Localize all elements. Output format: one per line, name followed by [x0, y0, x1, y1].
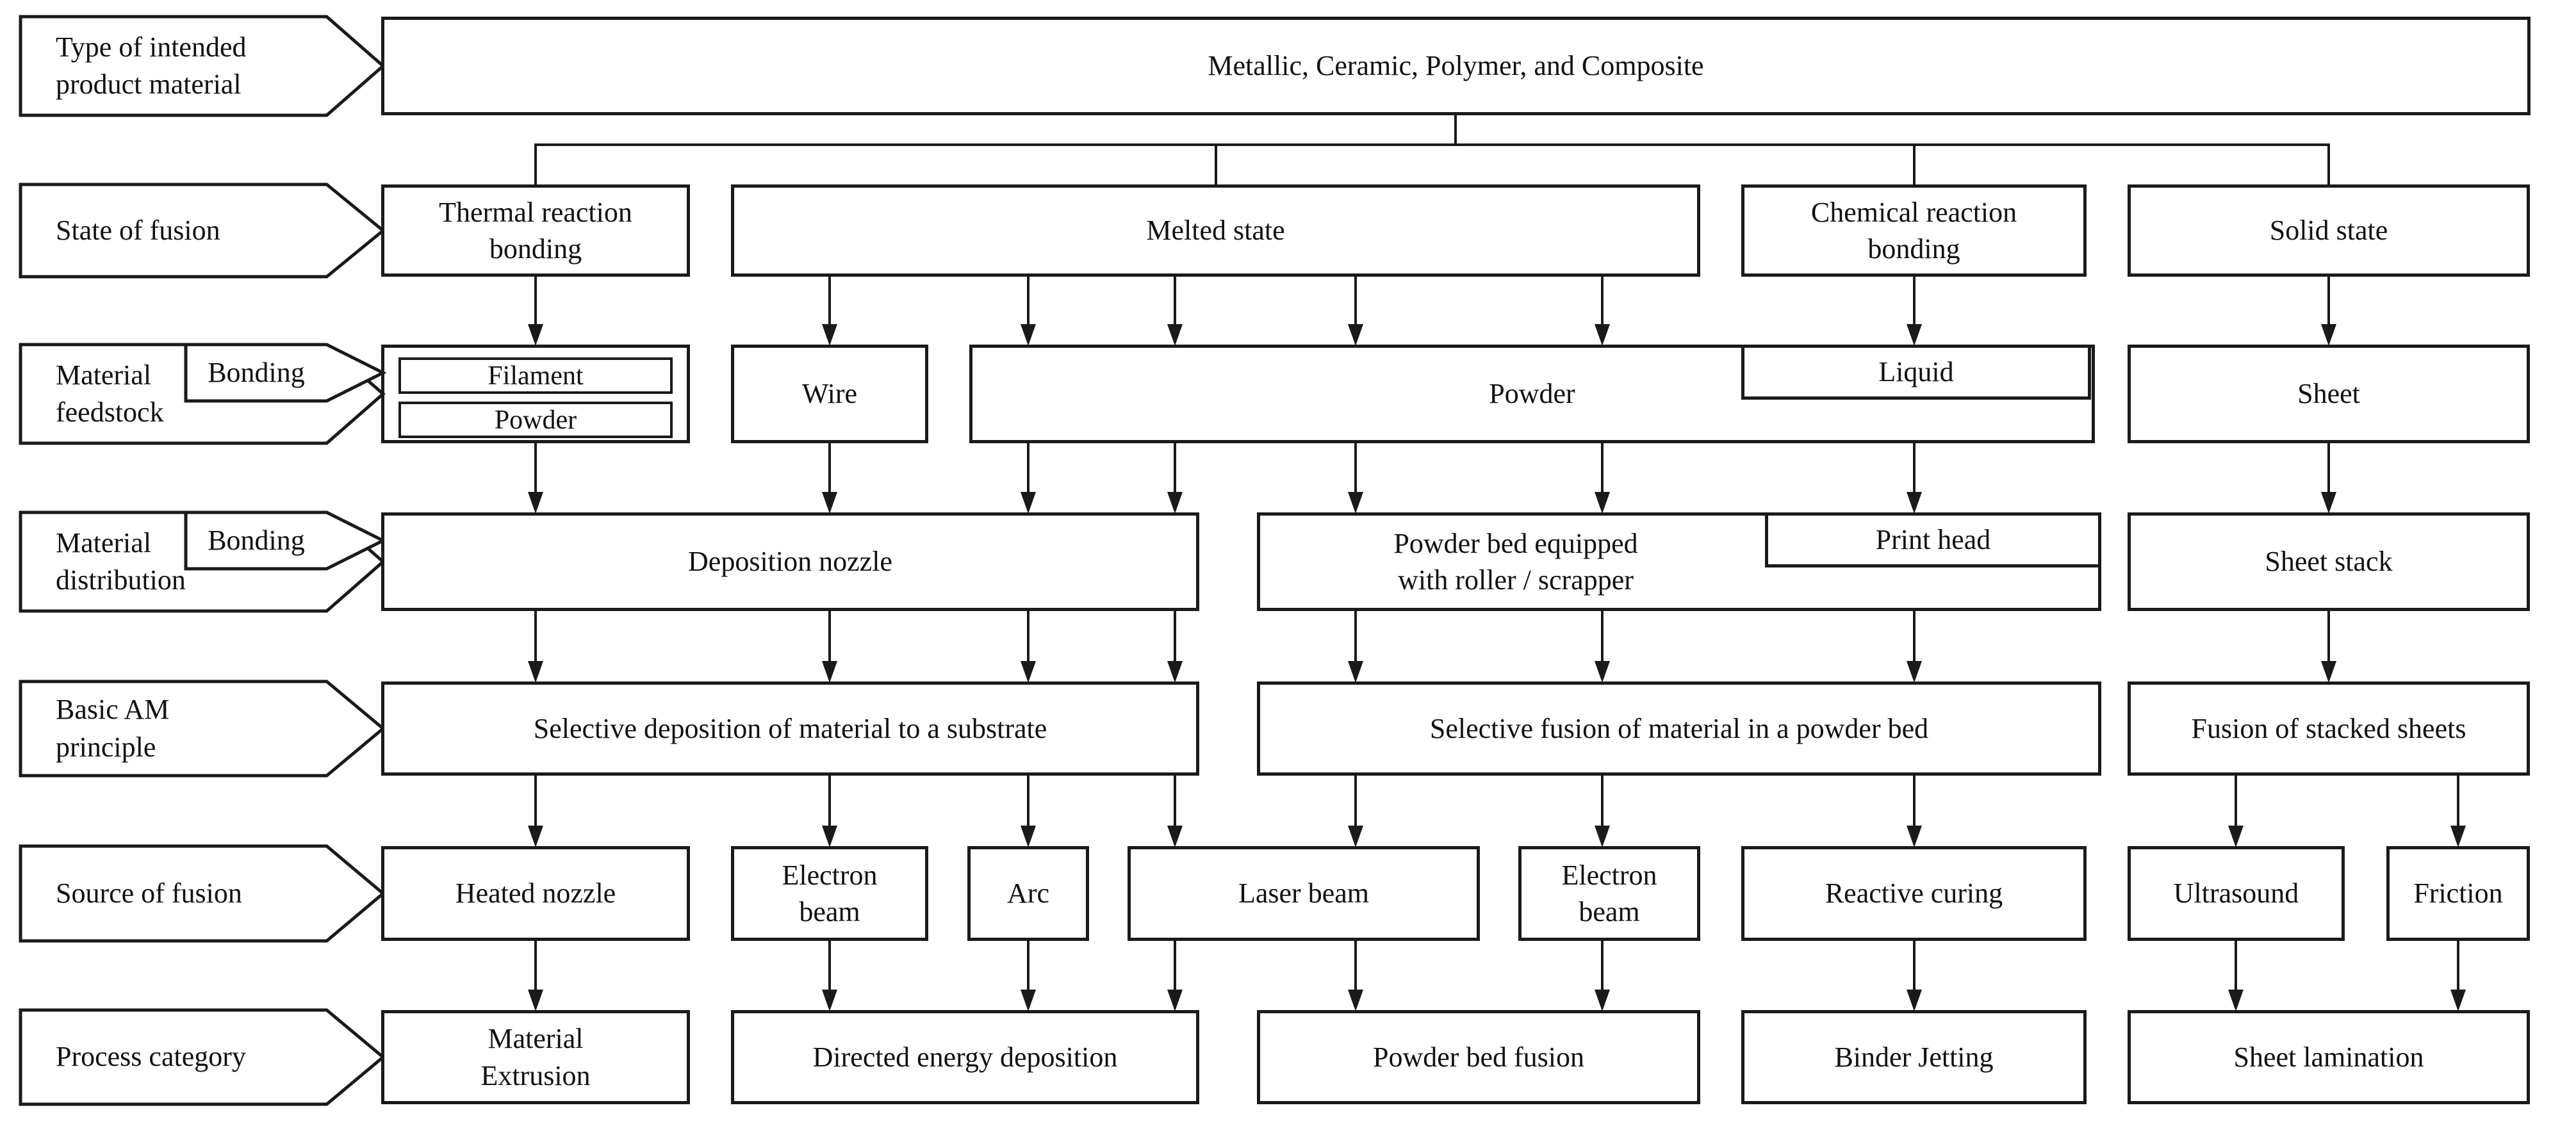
box-label: Solid state: [2269, 215, 2388, 247]
box-wire: Wire: [731, 345, 928, 443]
pentagon-shape: [184, 510, 387, 571]
box-label: Reactive curing: [1825, 877, 2003, 910]
bonding-tab-label: Bonding: [208, 356, 305, 388]
box-electron-beam-ded: Electron beam: [731, 846, 928, 941]
row-label-line: distribution: [56, 564, 186, 596]
row-label-line: Material: [56, 359, 152, 391]
row-label-material-distribution: Material distribution Bonding: [19, 510, 387, 613]
row-label-line: Basic AM: [56, 694, 170, 726]
box-label: Chemical reaction: [1810, 196, 2017, 228]
bonding-tab-label: Bonding: [208, 524, 305, 556]
box-label: Friction: [2413, 877, 2503, 910]
box-liquid: Liquid: [1741, 345, 2091, 400]
box-label: Fusion of stacked sheets: [2191, 712, 2466, 744]
box-label: Heated nozzle: [455, 877, 616, 910]
row-label-line: Source of fusion: [56, 877, 242, 909]
box-powder-bed-fusion: Powder bed fusion: [1257, 1010, 1700, 1104]
box-fusion-of-stacked-sheets: Fusion of stacked sheets: [2128, 681, 2530, 776]
pentagon-shape: [19, 680, 386, 778]
row-label-line: Type of intended: [56, 31, 247, 63]
box-label: Print head: [1875, 524, 1991, 556]
row-label-basic-am-principle: Basic AM principle: [19, 680, 386, 778]
box-laser-beam: Laser beam: [1128, 846, 1480, 941]
box-arc: Arc: [967, 846, 1089, 941]
box-material-extrusion: Material Extrusion: [381, 1010, 690, 1104]
pentagon-shape: [184, 343, 387, 403]
box-label: Ultrasound: [2173, 877, 2299, 910]
pentagon-shape: [19, 844, 386, 943]
box-label: bonding: [489, 233, 582, 265]
row-label-line: feedstock: [56, 396, 164, 428]
box-label: Sheet lamination: [2233, 1041, 2424, 1073]
box-label: Powder: [494, 405, 577, 435]
box-selective-fusion: Selective fusion of material in a powder…: [1257, 681, 2101, 776]
box-friction: Friction: [2386, 846, 2530, 941]
box-label: Extrusion: [480, 1059, 591, 1091]
row-label-line: Material: [56, 526, 152, 559]
box-heated-nozzle: Heated nozzle: [381, 846, 690, 941]
box-label: Filament: [488, 361, 584, 391]
box-label: Sheet stack: [2265, 546, 2393, 578]
box-powder-feedstock: Powder: [398, 402, 673, 438]
box-deposition-nozzle: Deposition nozzle: [381, 512, 1199, 611]
box-melted-state: Melted state: [731, 184, 1700, 277]
bonding-tab: Bonding: [184, 343, 404, 403]
pentagon-shape: [19, 1008, 386, 1106]
box-label: Selective fusion of material in a powder…: [1429, 712, 1929, 744]
box-label: Powder: [1489, 378, 1575, 410]
box-label: Powder bed fusion: [1373, 1041, 1584, 1073]
row-label-source-of-fusion: Source of fusion: [19, 844, 386, 943]
pentagon-shape: [19, 183, 386, 279]
box-label: Melted state: [1146, 215, 1285, 247]
row-label-line: principle: [56, 731, 156, 763]
box-label: Selective deposition of material to a su…: [533, 712, 1047, 744]
box-filament: Filament: [398, 357, 673, 394]
box-sheet: Sheet: [2128, 345, 2530, 443]
box-solid-state: Solid state: [2128, 184, 2530, 277]
box-reactive-curing: Reactive curing: [1741, 846, 2087, 941]
box-label: Metallic, Ceramic, Polymer, and Composit…: [1208, 50, 1704, 82]
box-label: beam: [1579, 896, 1640, 927]
box-chemical-reaction-bonding: Chemical reaction bonding: [1741, 184, 2087, 277]
box-print-head: Print head: [1765, 512, 2101, 567]
box-label: Thermal reaction: [439, 196, 632, 228]
row-label-state-of-fusion: State of fusion: [19, 183, 386, 279]
box-product-material: Metallic, Ceramic, Polymer, and Composit…: [381, 17, 2531, 115]
row-label-line: State of fusion: [56, 214, 220, 246]
box-label: bonding: [1867, 233, 1960, 265]
row-label-line: product material: [56, 69, 242, 100]
box-label: Electron: [782, 859, 878, 891]
box-label: Directed energy deposition: [812, 1041, 1118, 1073]
box-binder-jetting: Binder Jetting: [1741, 1010, 2087, 1104]
box-selective-deposition: Selective deposition of material to a su…: [381, 681, 1199, 776]
box-label: beam: [799, 896, 860, 927]
box-label: with roller / scrapper: [1398, 564, 1634, 596]
box-label: Arc: [1007, 877, 1049, 910]
box-ultrasound: Ultrasound: [2128, 846, 2345, 941]
box-label: Electron: [1561, 859, 1657, 891]
box-label: Deposition nozzle: [688, 546, 892, 578]
box-label: Wire: [801, 378, 858, 410]
row-label-process-category: Process category: [19, 1008, 386, 1106]
box-label: Material: [488, 1023, 584, 1055]
box-sheet-stack: Sheet stack: [2128, 512, 2530, 611]
box-directed-energy-deposition: Directed energy deposition: [731, 1010, 1199, 1104]
box-label: Sheet: [2297, 378, 2360, 410]
row-label-line: Process category: [56, 1041, 246, 1073]
box-electron-beam-pbf: Electron beam: [1518, 846, 1700, 941]
row-label-material-feedstock: Material feedstock Bonding: [19, 343, 387, 445]
box-label: Binder Jetting: [1834, 1041, 1994, 1073]
box-sheet-lamination: Sheet lamination: [2128, 1010, 2530, 1104]
box-label: Laser beam: [1238, 877, 1369, 910]
pentagon-shape: [19, 15, 386, 117]
bonding-tab: Bonding: [184, 510, 404, 571]
row-label-type-of-intended-product-material: Type of intended product material: [19, 15, 386, 117]
box-label: Powder bed equipped: [1393, 527, 1638, 559]
box-thermal-reaction-bonding: Thermal reaction bonding: [381, 184, 690, 277]
box-label: Liquid: [1878, 356, 1954, 388]
